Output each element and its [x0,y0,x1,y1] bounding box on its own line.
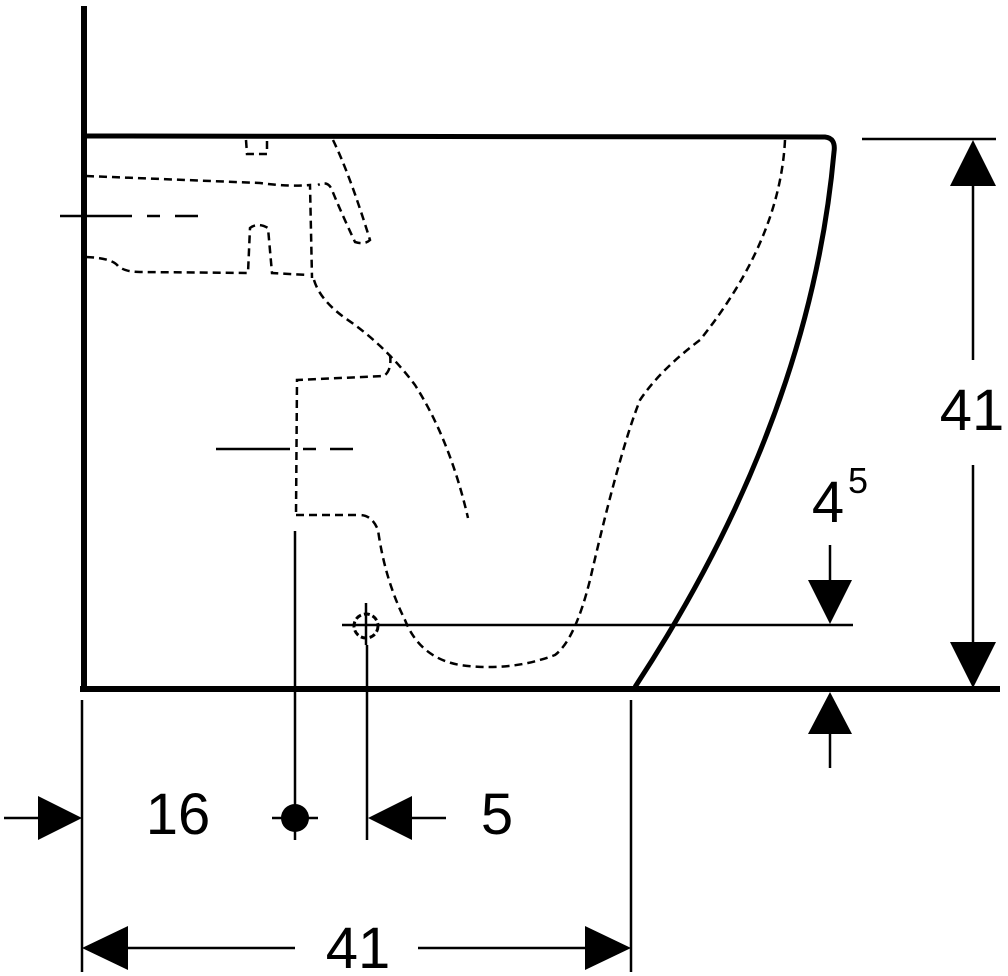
inlet-height-label: 4 [812,470,844,535]
drain-outlet-upper [294,354,392,516]
rim-channel [317,139,372,245]
drain-wall-arrow [38,796,82,840]
flush-connector-notch [244,139,269,156]
drain-offset-arrow [368,796,412,840]
drain-offset-label: 5 [481,782,513,847]
bowl-inner-rear [312,279,470,519]
hidden-bowl-interior [85,139,787,669]
drain-from-wall-label: 16 [146,782,211,847]
flush-inlet-top [85,174,314,279]
center-lines [60,214,353,451]
depth-arrow-right [585,926,631,970]
height-dimension-label: 41 [940,378,1005,443]
inlet-arrow-down [808,580,852,624]
depth-dimension-label: 41 [326,916,391,976]
drain-wall-dimension: 16 [4,782,318,847]
inlet-height-superscript: 5 [848,460,868,501]
depth-dimension: 41 [82,916,631,976]
toilet-outline [85,133,837,689]
inlet-arrow-up [808,692,852,734]
depth-arrow-left [82,926,128,970]
height-arrow-up [950,140,996,186]
bowl-inner-front [359,139,787,669]
inlet-height-dimension: 4 5 [808,460,868,768]
extension-lines [80,137,996,972]
height-arrow-down [950,642,996,688]
flush-inlet-bottom [85,223,309,277]
height-dimension: 41 [940,140,1005,688]
drain-offset-dimension: 5 [368,782,513,847]
drain-point-marker [281,804,309,832]
